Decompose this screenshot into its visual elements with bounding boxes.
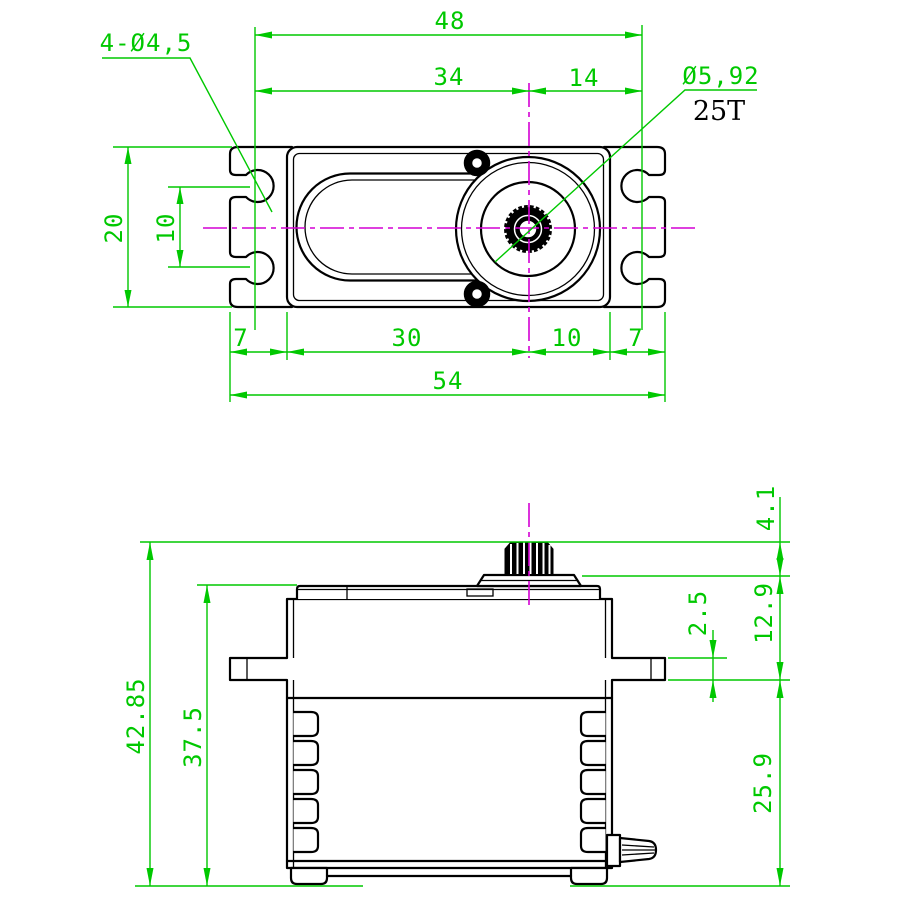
output-boss-inner-circle <box>460 161 596 297</box>
dim-54-value: 54 <box>433 367 464 395</box>
top-cover <box>295 584 602 599</box>
callout-spline: Ø5,92 25T <box>494 62 759 263</box>
gearbox-housing-inner <box>304 179 480 275</box>
mounting-tab-right <box>602 145 667 309</box>
side-case-outline <box>228 597 667 870</box>
spline-teeth-ring <box>503 204 553 254</box>
wire-connector <box>605 833 658 868</box>
gearbox-housing-outer <box>295 172 484 282</box>
dim-bottom-chain: 7 30 10 7 <box>230 324 665 356</box>
cooling-ribs-left <box>293 710 320 854</box>
callout-spline-teeth-text: 25T <box>693 96 745 127</box>
callout-spline-diameter-text: Ø5,92 <box>682 62 759 90</box>
dim-2-5: 2.5 <box>684 590 717 702</box>
top-view <box>228 145 667 309</box>
callout-mounting-holes-text: 4-Ø4,5 <box>100 29 193 57</box>
dim-14: 14 <box>529 64 642 95</box>
dim-20-value: 20 <box>100 213 128 244</box>
dim-42-85-value: 42.85 <box>122 677 150 754</box>
spline-screw-hole <box>515 216 541 242</box>
case-screw-top <box>463 149 491 177</box>
dim-54: 54 <box>230 367 665 399</box>
output-boss-circle <box>454 155 602 303</box>
centerlines <box>203 83 695 608</box>
dim-10-right-value: 10 <box>552 324 583 352</box>
output-spline-25t <box>503 204 553 254</box>
dim-34: 34 <box>255 63 529 95</box>
case-screw-bottom <box>463 280 491 308</box>
dim-48: 48 <box>255 7 642 39</box>
servo-body-inner-seam <box>292 152 605 302</box>
dim-12-9-value: 12.9 <box>750 582 778 644</box>
spline-inner-circle <box>512 213 544 245</box>
foot-right <box>569 866 609 886</box>
foot-left <box>289 866 329 886</box>
dim-30-value: 30 <box>392 324 423 352</box>
cooling-ribs-right <box>579 710 606 854</box>
cover-clip <box>466 588 494 597</box>
dim-4-1: 4.1 <box>752 485 784 886</box>
mounting-tab-left <box>228 145 294 309</box>
dim-12-9: 12.9 <box>750 576 784 680</box>
dim-7-right-value: 7 <box>628 324 643 352</box>
side-view-dimensions: 42.85 37.5 4.1 12.9 25.9 <box>122 485 790 887</box>
dim-4-1-value: 4.1 <box>752 485 780 531</box>
dim-37-5-value: 37.5 <box>179 706 207 768</box>
dim-37-5: 37.5 <box>179 585 211 886</box>
dim-42-85: 42.85 <box>122 542 154 886</box>
dim-14-value: 14 <box>569 64 600 92</box>
bearing-circle <box>479 180 577 278</box>
dim-34-value: 34 <box>434 63 465 91</box>
dim-10-slots-value: 10 <box>152 213 180 244</box>
dim-7-left-value: 7 <box>233 324 248 352</box>
dim-25-9: 25.9 <box>749 680 784 886</box>
top-view-dimensions: 48 34 14 20 10 <box>100 7 759 402</box>
side-view <box>228 541 667 886</box>
dim-48-value: 48 <box>435 7 466 35</box>
dim-25-9-value: 25.9 <box>749 752 777 814</box>
dim-2-5-value: 2.5 <box>684 590 712 636</box>
dim-20: 20 <box>100 147 132 307</box>
callout-mounting-holes: 4-Ø4,5 <box>100 29 273 213</box>
dim-10-slots: 10 <box>152 187 184 267</box>
